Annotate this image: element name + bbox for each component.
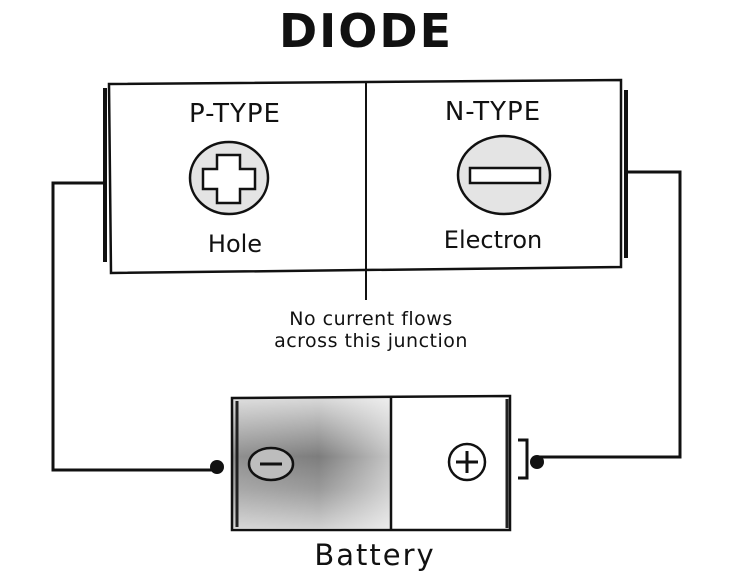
p-type-label: P-TYPE (189, 99, 281, 129)
left-wire (51, 181, 215, 472)
hole-label: Hole (207, 230, 263, 258)
hole-plus-icon (188, 140, 270, 216)
battery-minus-icon (247, 446, 295, 482)
junction-annotation: No current flows across this junction (216, 308, 526, 352)
junction-annotation-line-2: across this junction (274, 330, 468, 352)
positive-terminal-cap (518, 438, 529, 480)
battery-outline (230, 394, 512, 532)
battery-label: Battery (314, 538, 436, 572)
minus-symbol (468, 166, 542, 185)
right-wire (537, 170, 682, 459)
electron-label: Electron (443, 226, 543, 254)
n-type-label: N-TYPE (444, 97, 542, 127)
negative-terminal-dot (210, 460, 224, 474)
plus-symbol (201, 153, 257, 205)
junction-annotation-line-1: No current flows (289, 308, 453, 330)
battery-plus-icon (447, 442, 487, 482)
positive-terminal-dot (530, 455, 544, 469)
diode-block (103, 78, 628, 300)
diagram-title: DIODE (278, 4, 453, 58)
circuit-wires (51, 170, 682, 472)
electron-minus-icon (456, 134, 552, 216)
